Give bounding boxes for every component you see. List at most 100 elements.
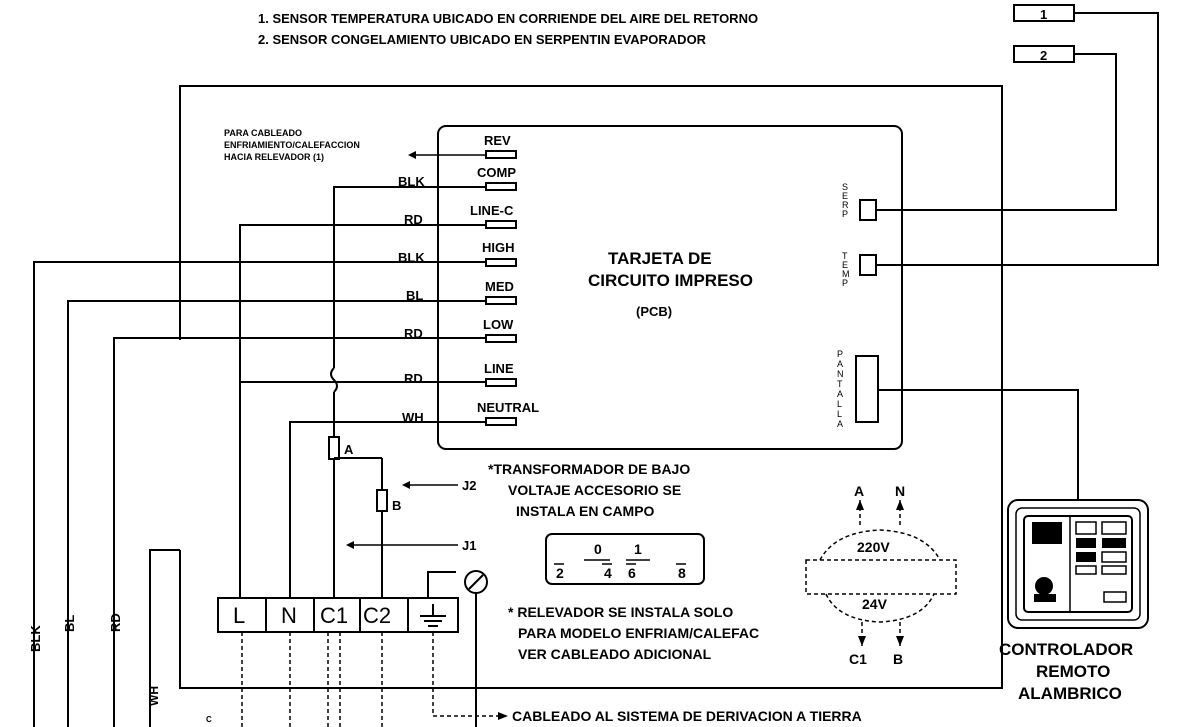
pin-tab-high xyxy=(485,258,517,267)
pin-tab-neutral xyxy=(485,417,517,426)
side-note-line-1: PARA CABLEADO xyxy=(224,128,302,138)
controller-button-9 xyxy=(1103,591,1127,603)
pcb-title-3: (PCB) xyxy=(636,304,672,319)
pin-tab-low xyxy=(485,334,517,343)
side-note-line-2: ENFRIAMIENTO/CALEFACCION xyxy=(224,140,360,150)
terminal-n: N xyxy=(281,603,297,628)
wire-comp-crossover xyxy=(330,367,338,393)
ground-lead xyxy=(427,571,456,598)
transformer-arrow-b xyxy=(896,636,904,646)
wire-wh xyxy=(149,549,180,727)
field-wire-ground xyxy=(432,632,500,717)
ground-note: CABLEADO AL SISTEMA DE DERIVACION A TIER… xyxy=(512,708,862,724)
j2-arrowhead xyxy=(402,481,410,489)
controller-button-7 xyxy=(1075,565,1097,575)
j1-arrowhead xyxy=(346,541,354,549)
controller-label-1: CONTROLADOR xyxy=(999,640,1133,659)
serp-label: S E R P xyxy=(842,182,851,219)
pin-label-line: LINE xyxy=(484,361,514,376)
wire-label-comp: BLK xyxy=(398,174,425,189)
terminal-c2: C2 xyxy=(363,603,391,628)
pantalla-connector xyxy=(855,355,879,423)
relay-pin-2: 2 xyxy=(556,565,564,581)
rev-arrowhead xyxy=(408,151,416,159)
relay-pin-6: 6 xyxy=(628,565,636,581)
relay-note-2: PARA MODELO ENFRIAM/CALEFAC xyxy=(518,625,759,641)
transformer-note-2: VOLTAJE ACCESORIO SE xyxy=(508,482,681,498)
pin-label-low: LOW xyxy=(483,317,514,332)
serp-connector xyxy=(859,199,877,221)
relay-pin-1: 1 xyxy=(634,541,642,557)
sensor-1-label: 1 xyxy=(1040,7,1047,22)
note-line-1: 1. SENSOR TEMPERATURA UBICADO EN CORRIEN… xyxy=(258,11,758,26)
transformer-24v: 24V xyxy=(862,596,888,612)
side-note-line-3: HACIA RELEVADOR (1) xyxy=(224,152,324,162)
relay-pin-4: 4 xyxy=(604,565,612,581)
ground-icon xyxy=(420,604,446,627)
pin-label-comp: COMP xyxy=(477,165,516,180)
wire-linec xyxy=(239,224,486,598)
controller-inner-frame xyxy=(1015,507,1141,621)
j1-label: J1 xyxy=(462,538,476,553)
pin-tab-line xyxy=(485,378,517,387)
controller-button-4 xyxy=(1102,538,1126,548)
fuse-a-label: A xyxy=(344,442,354,457)
side-wire-wh: WH xyxy=(147,686,161,706)
relay-note-3: VER CABLEADO ADICIONAL xyxy=(518,646,712,662)
pin-tab-comp xyxy=(485,182,517,191)
transformer-note-1: *TRANSFORMADOR DE BAJO xyxy=(488,461,690,477)
transformer-bottom-c1: C1 xyxy=(849,651,867,667)
transformer-note-3: INSTALA EN CAMPO xyxy=(516,503,655,519)
pin-tab-rev xyxy=(485,150,517,159)
pin-label-med: MED xyxy=(485,279,514,294)
side-wire-blk: BLK xyxy=(28,625,43,652)
controller-knob-base xyxy=(1034,594,1056,602)
transformer-arc-bottom xyxy=(825,593,935,623)
pcb-title-1: TARJETA DE xyxy=(608,249,712,268)
controller-knob-icon xyxy=(1035,577,1053,595)
note-line-2: 2. SENSOR CONGELAMIENTO UBICADO EN SERPE… xyxy=(258,32,707,47)
transformer-bottom-b: B xyxy=(893,651,903,667)
controller-label-2: REMOTO xyxy=(1036,662,1110,681)
terminal-block xyxy=(217,597,459,633)
temp-label: T E M P xyxy=(842,251,852,288)
transformer-arrow-n xyxy=(896,500,904,510)
wire-label-linec: RD xyxy=(404,212,423,227)
controller-display xyxy=(1032,522,1062,544)
controller-button-6 xyxy=(1101,551,1127,563)
controller-button-2 xyxy=(1101,521,1127,535)
pin-label-rev: REV xyxy=(484,133,511,148)
relay-note-1: * RELEVADOR SE INSTALA SOLO xyxy=(508,604,733,620)
relay-pin-8: 8 xyxy=(678,565,686,581)
side-wire-c: C xyxy=(206,715,212,724)
transformer-arc-top xyxy=(819,529,941,561)
sensor-2-label: 2 xyxy=(1040,48,1047,63)
remote-controller xyxy=(1007,499,1149,629)
wire-comp xyxy=(333,186,486,368)
transformer-top-n: N xyxy=(895,483,905,499)
relay-icon-slash xyxy=(468,574,484,590)
pantalla-label: P A N T A L L A xyxy=(837,349,846,429)
ground-note-arrow xyxy=(498,712,508,720)
controller-button-3 xyxy=(1076,538,1096,548)
pin-label-high: HIGH xyxy=(482,240,515,255)
terminal-c1: C1 xyxy=(320,603,348,628)
sensor-2-wire xyxy=(876,53,1117,211)
pin-label-linec: LINE-C xyxy=(470,203,514,218)
transformer-220v: 220V xyxy=(857,539,890,555)
pin-label-neutral: NEUTRAL xyxy=(477,400,539,415)
enclosure-outline xyxy=(179,85,1003,689)
transformer-arrow-c1 xyxy=(858,636,866,646)
side-wire-bl: BL xyxy=(62,615,77,632)
sensor-1-wire xyxy=(876,12,1159,266)
wire-high xyxy=(33,261,486,727)
fuse-b-label: B xyxy=(392,498,401,513)
controller-button-8 xyxy=(1101,565,1127,575)
terminal-l: L xyxy=(233,603,245,628)
controller-label-3: ALAMBRICO xyxy=(1018,684,1122,703)
wire-label-line: RD xyxy=(404,371,423,386)
relay-pin-block xyxy=(545,533,705,585)
pin-tab-linec xyxy=(485,220,517,229)
controller-outer-frame xyxy=(1007,499,1149,629)
